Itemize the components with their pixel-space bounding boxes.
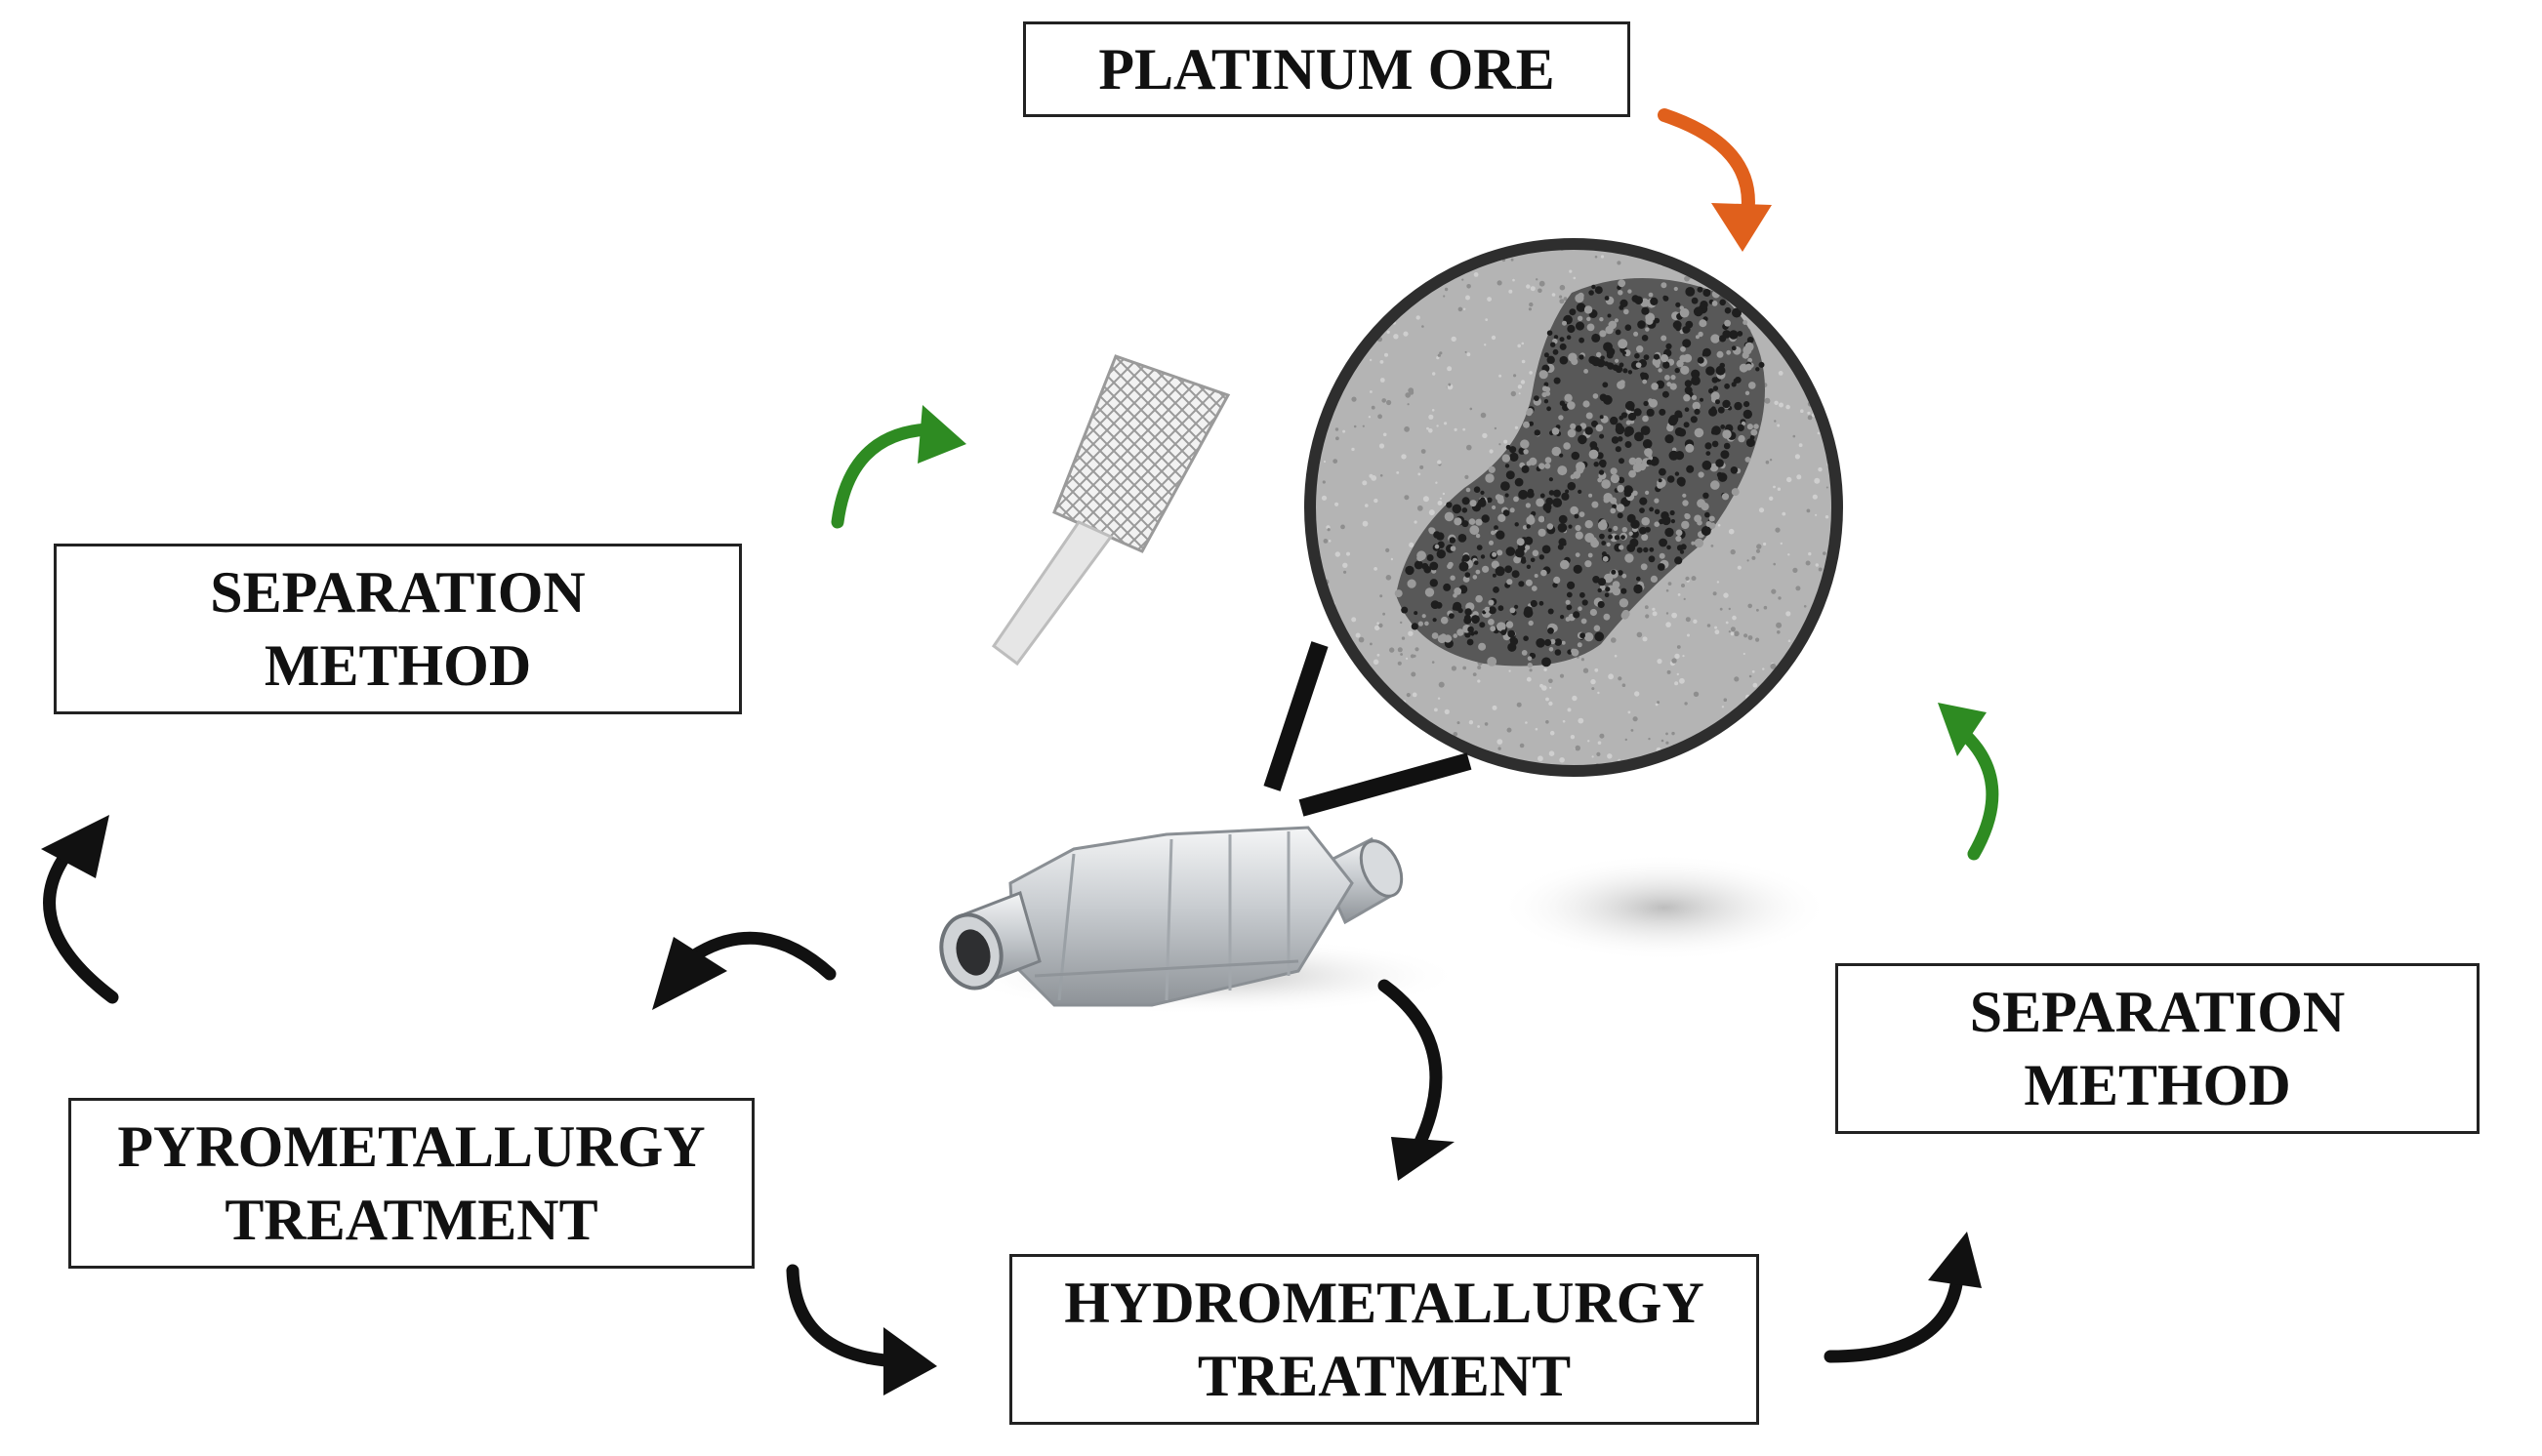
magnifier-line-left bbox=[1263, 641, 1329, 791]
hydrometallurgy-label-line1: HYDROMETALLURGY bbox=[1064, 1270, 1704, 1335]
hydrometallurgy-label-line2: TREATMENT bbox=[1197, 1343, 1572, 1408]
separation-method-box-right: SEPARATION METHOD bbox=[1835, 963, 2480, 1134]
separation-method-box-left: SEPARATION METHOD bbox=[54, 544, 742, 714]
mesh-electrode-icon bbox=[991, 354, 1231, 667]
magnifier-line-right bbox=[1298, 752, 1472, 817]
curved-arrow-icon bbox=[1938, 703, 1999, 861]
platinum-ore-label: PLATINUM ORE bbox=[1098, 36, 1555, 101]
curved-arrow-down-icon bbox=[1658, 108, 1772, 252]
separation-label-line2: METHOD bbox=[2024, 1052, 2291, 1117]
curved-arrow-icon bbox=[41, 815, 119, 1004]
curved-arrow-icon bbox=[1377, 979, 1455, 1181]
pyrometallurgy-label-line1: PYROMETALLURGY bbox=[117, 1113, 706, 1179]
pyrometallurgy-treatment-box: PYROMETALLURGY TREATMENT bbox=[68, 1098, 755, 1269]
separation-label-line2: METHOD bbox=[264, 632, 532, 698]
platinum-ore-box: PLATINUM ORE bbox=[1023, 21, 1630, 117]
curved-arrow-icon bbox=[652, 931, 837, 1010]
catalytic-converter-icon bbox=[939, 826, 1830, 1015]
curved-arrow-icon bbox=[831, 405, 966, 529]
curved-arrow-icon bbox=[786, 1264, 937, 1395]
pyrometallurgy-label-line2: TREATMENT bbox=[225, 1187, 598, 1252]
hydrometallurgy-treatment-box: HYDROMETALLURGY TREATMENT bbox=[1009, 1254, 1759, 1425]
micrograph bbox=[1304, 238, 1843, 777]
curved-arrow-icon bbox=[1824, 1232, 1982, 1363]
separation-label-line1: SEPARATION bbox=[1969, 979, 2346, 1044]
separation-label-line1: SEPARATION bbox=[210, 559, 586, 625]
